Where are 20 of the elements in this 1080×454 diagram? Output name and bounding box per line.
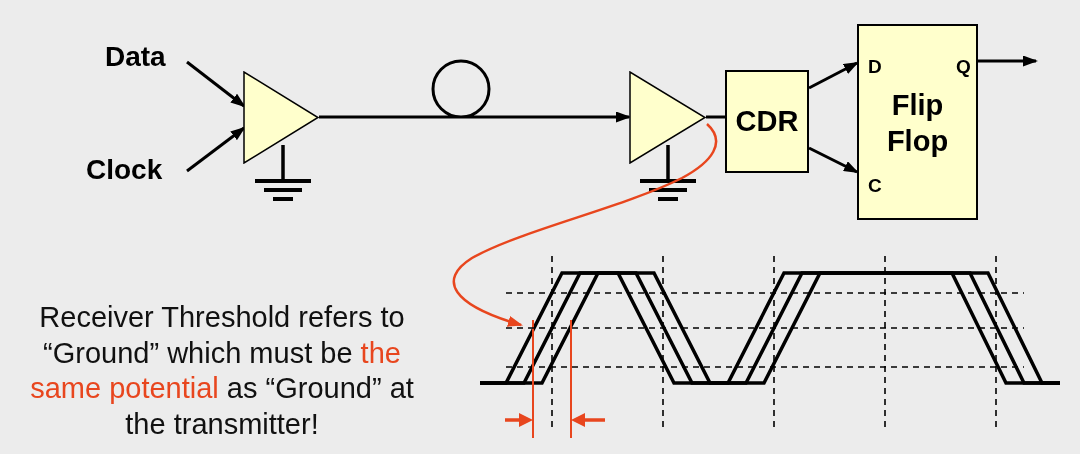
signal-label: Data bbox=[105, 43, 166, 71]
amplifier-symbol bbox=[243, 71, 319, 164]
pin-label: C bbox=[868, 176, 882, 195]
connector-line bbox=[706, 115, 725, 119]
arrow bbox=[186, 126, 246, 173]
signal-label: Clock bbox=[86, 156, 163, 184]
arrow bbox=[319, 59, 631, 123]
arrow bbox=[808, 146, 859, 174]
arrow bbox=[978, 55, 1038, 67]
leader-arrow bbox=[452, 123, 718, 327]
threshold-line bbox=[506, 325, 1024, 331]
flip-flop-block bbox=[857, 24, 978, 220]
amplifier-symbol bbox=[629, 71, 706, 164]
note-text: Receiver Threshold refers to “Ground” which must be the same potential as “Ground” at the transmitter! bbox=[29, 300, 415, 442]
arrow bbox=[186, 60, 246, 108]
pin-label: Q bbox=[956, 57, 971, 76]
arrow bbox=[808, 61, 859, 90]
pin-label: D bbox=[868, 57, 882, 76]
circuit-block: CDR bbox=[725, 70, 809, 173]
block-label: Flip Flop bbox=[885, 88, 950, 159]
